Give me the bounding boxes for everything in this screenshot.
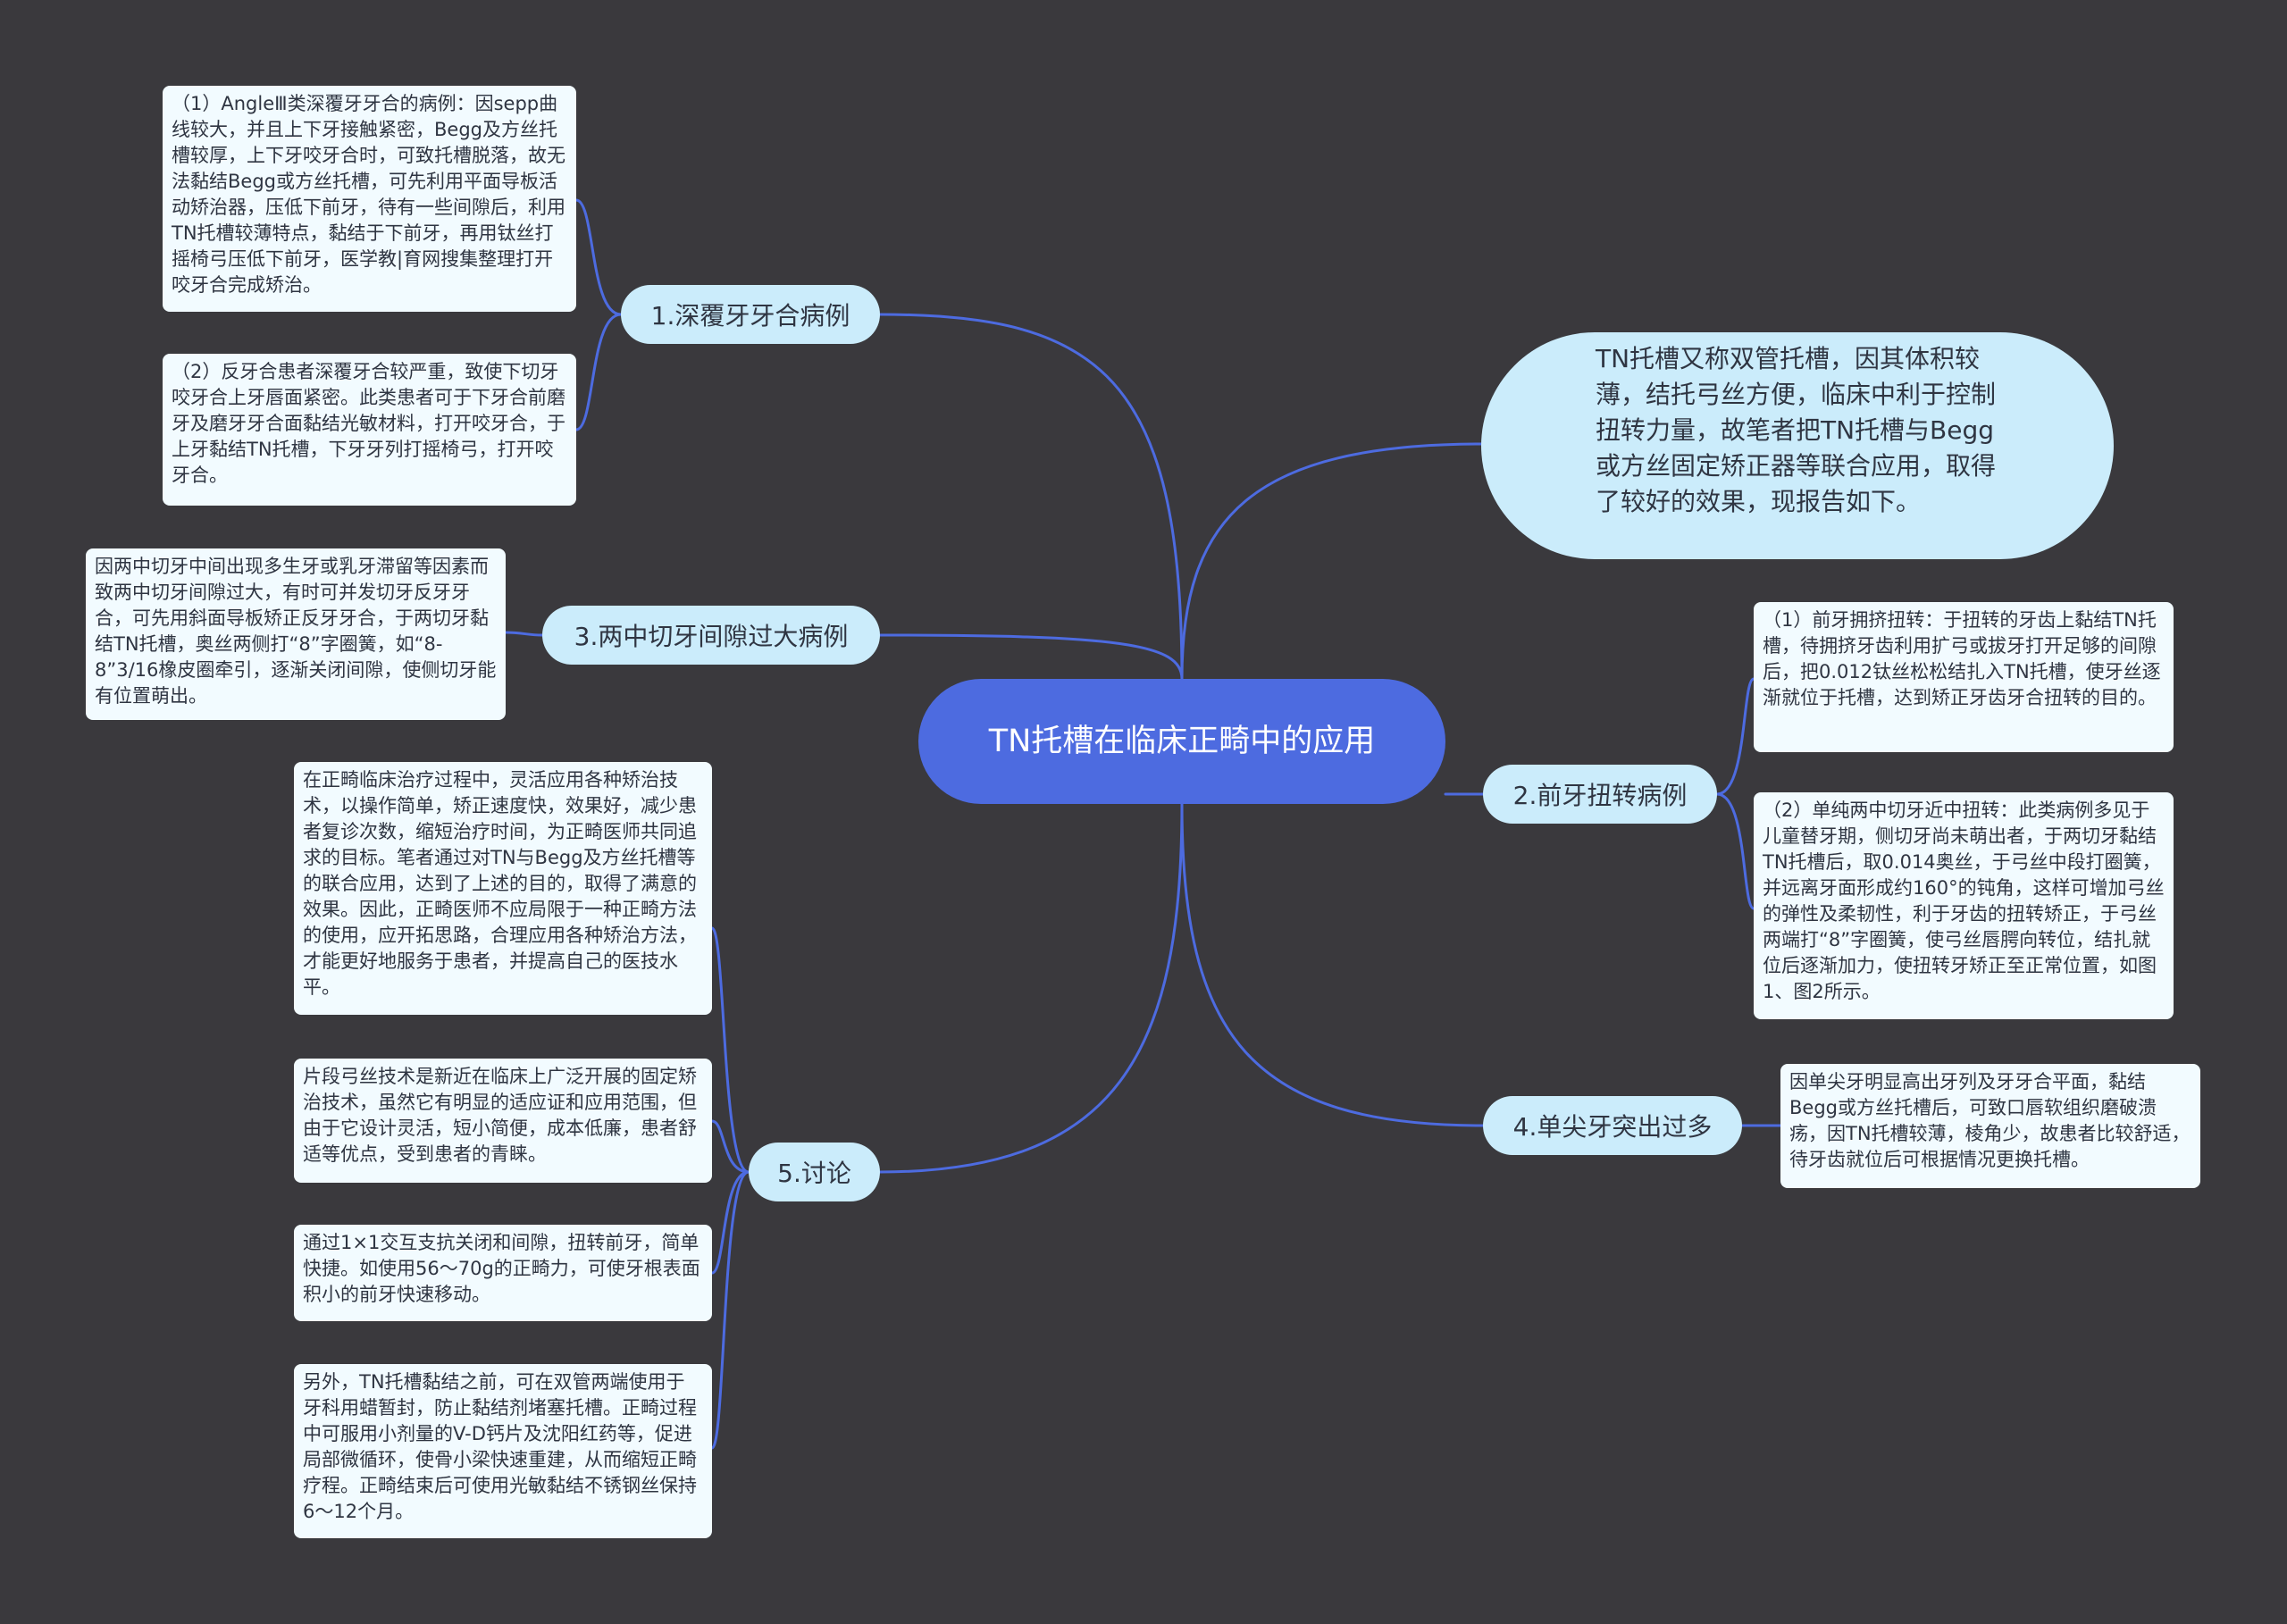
leaf-text: 另外，TN托槽黏结之前，可在双管两端使用于牙科用蜡暂封，防止黏结剂堵塞托槽。正畸… — [303, 1371, 697, 1522]
leaf-single-canine-1[interactable]: 因单尖牙明显高出牙列及牙牙合平面，黏结Begg或方丝托槽后，可致口唇软组织磨破溃… — [1780, 1064, 2200, 1188]
leaf-text: （1）前牙拥挤扭转：于扭转的牙齿上黏结TN托槽，待拥挤牙齿利用扩弓或拔牙打开足够… — [1763, 609, 2161, 708]
leaf-discussion-4[interactable]: 另外，TN托槽黏结之前，可在双管两端使用于牙科用蜡暂封，防止黏结剂堵塞托槽。正畸… — [294, 1364, 712, 1538]
leaf-text: 在正畸临床治疗过程中，灵活应用各种矫治技术，以操作简单，矫正速度快，效果好，减少… — [303, 769, 697, 998]
connector-branch-2-leaf-1 — [1715, 677, 1755, 796]
connector-root-branch-4 — [1180, 802, 1485, 1127]
connector-branch-1-leaf-1 — [574, 198, 623, 316]
branch-anterior-rotation-label: 2.前牙扭转病例 — [1512, 781, 1688, 810]
connector-branch-5-leaf-1 — [710, 926, 750, 1174]
leaf-text: 因两中切牙中间出现多生牙或乳牙滞留等因素而致两中切牙间隙过大，有时可并发切牙反牙… — [95, 556, 497, 707]
connector-root-intro — [1180, 442, 1485, 681]
branch-central-gap[interactable]: 3.两中切牙间隙过大病例 — [542, 606, 880, 665]
connector-branch-3-leaf-1 — [504, 631, 544, 637]
connector-root-branch-3 — [878, 633, 1184, 681]
branch-discussion-label: 5.讨论 — [777, 1159, 851, 1188]
intro-bubble[interactable]: TN托槽又称双管托槽，因其体积较薄，结托弓丝方便，临床中利于控制扭转力量，故笔者… — [1481, 332, 2114, 559]
branch-discussion[interactable]: 5.讨论 — [749, 1143, 880, 1201]
branch-single-canine[interactable]: 4.单尖牙突出过多 — [1483, 1096, 1742, 1155]
connector-branch-5-leaf-2 — [710, 1119, 750, 1174]
branch-single-canine-label: 4.单尖牙突出过多 — [1512, 1112, 1713, 1142]
root-topic-label: TN托槽在临床正畸中的应用 — [988, 724, 1376, 759]
connector-branch-5-leaf-4 — [710, 1170, 750, 1450]
leaf-text: （1）AngleⅢ类深覆牙牙合的病例：因sepp曲线较大，并且上下牙接触紧密，B… — [172, 93, 565, 296]
leaf-text: （2）单纯两中切牙近中扭转：此类病例多见于儿童替牙期，侧切牙尚未萌出者，于两切牙… — [1763, 799, 2165, 1002]
connector-root-branch-5 — [878, 802, 1184, 1174]
leaf-text: 因单尖牙明显高出牙列及牙牙合平面，黏结Begg或方丝托槽后，可致口唇软组织磨破溃… — [1789, 1071, 2191, 1170]
leaf-discussion-3[interactable]: 通过1×1交互支抗关闭和间隙，扭转前牙，简单快捷。如使用56～70g的正畸力，可… — [294, 1225, 712, 1321]
leaf-text: 通过1×1交互支抗关闭和间隙，扭转前牙，简单快捷。如使用56～70g的正畸力，可… — [303, 1232, 700, 1305]
leaf-text: （2）反牙合患者深覆牙合较严重，致使下切牙咬牙合上牙唇面紧密。此类患者可于下牙合… — [172, 361, 565, 486]
connector-branch-5-leaf-3 — [710, 1170, 750, 1275]
connector-branch-1-leaf-2 — [574, 313, 623, 431]
root-topic[interactable]: TN托槽在临床正畸中的应用 — [918, 679, 1445, 804]
branch-anterior-rotation[interactable]: 2.前牙扭转病例 — [1483, 765, 1717, 824]
leaf-central-gap-1[interactable]: 因两中切牙中间出现多生牙或乳牙滞留等因素而致两中切牙间隙过大，有时可并发切牙反牙… — [86, 548, 506, 720]
connector-branch-2-leaf-2 — [1715, 792, 1755, 910]
leaf-discussion-2[interactable]: 片段弓丝技术是新近在临床上广泛开展的固定矫治技术，虽然它有明显的适应证和应用范围… — [294, 1059, 712, 1183]
leaf-deep-overbite-2[interactable]: （2）反牙合患者深覆牙合较严重，致使下切牙咬牙合上牙唇面紧密。此类患者可于下牙合… — [163, 354, 576, 506]
connector-root-branch-1 — [878, 313, 1184, 681]
leaf-deep-overbite-1[interactable]: （1）AngleⅢ类深覆牙牙合的病例：因sepp曲线较大，并且上下牙接触紧密，B… — [163, 86, 576, 312]
branch-deep-overbite[interactable]: 1.深覆牙牙合病例 — [621, 285, 880, 344]
branch-deep-overbite-label: 1.深覆牙牙合病例 — [650, 301, 850, 331]
intro-text: TN托槽又称双管托槽，因其体积较薄，结托弓丝方便，临床中利于控制扭转力量，故笔者… — [1596, 344, 1997, 516]
leaf-anterior-rotation-1[interactable]: （1）前牙拥挤扭转：于扭转的牙齿上黏结TN托槽，待拥挤牙齿利用扩弓或拔牙打开足够… — [1754, 602, 2174, 752]
leaf-text: 片段弓丝技术是新近在临床上广泛开展的固定矫治技术，虽然它有明显的适应证和应用范围… — [303, 1066, 697, 1165]
branch-central-gap-label: 3.两中切牙间隙过大病例 — [574, 622, 849, 651]
leaf-discussion-1[interactable]: 在正畸临床治疗过程中，灵活应用各种矫治技术，以操作简单，矫正速度快，效果好，减少… — [294, 762, 712, 1015]
leaf-anterior-rotation-2[interactable]: （2）单纯两中切牙近中扭转：此类病例多见于儿童替牙期，侧切牙尚未萌出者，于两切牙… — [1754, 792, 2174, 1019]
